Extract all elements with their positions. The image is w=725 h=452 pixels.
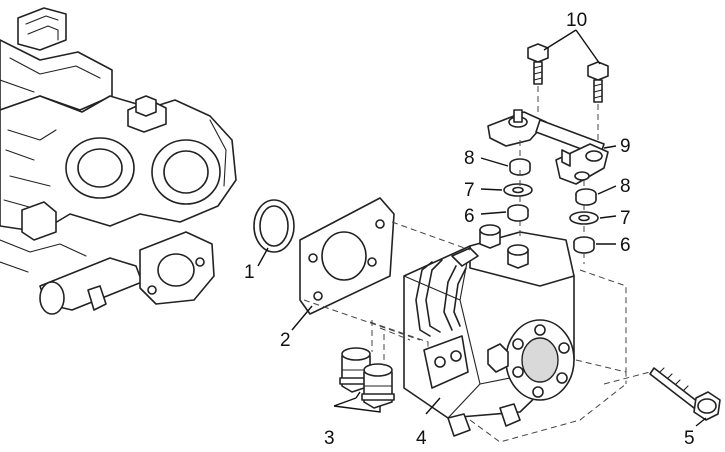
callout-1: 1 [244, 262, 255, 283]
washers-left [503, 158, 533, 222]
callout-6-right: 6 [620, 235, 631, 256]
callout-7-right: 7 [620, 208, 631, 229]
alignment-lines [303, 86, 651, 443]
callout-2: 2 [280, 330, 291, 351]
callout-9: 9 [620, 136, 631, 157]
leader-lines [257, 29, 707, 427]
long-bolt [649, 367, 721, 421]
callout-6-left: 6 [464, 206, 475, 227]
callout-8-left: 8 [464, 148, 475, 169]
callout-8-right: 8 [620, 176, 631, 197]
bracket [487, 109, 609, 185]
solenoid-valves [339, 347, 395, 409]
callout-7-left: 7 [464, 180, 475, 201]
callout-4: 4 [416, 428, 427, 449]
washers-right [569, 188, 599, 254]
pump-body [403, 224, 575, 437]
bracket-bolts [527, 43, 609, 103]
gasket [299, 197, 395, 315]
callout-10: 10 [566, 10, 587, 31]
callout-labels: 1 2 3 4 5 8 7 6 9 8 7 6 10 [244, 10, 695, 449]
callout-5: 5 [684, 428, 695, 449]
engine-block [0, 7, 237, 315]
o-ring [253, 199, 295, 253]
callout-3: 3 [324, 428, 335, 449]
